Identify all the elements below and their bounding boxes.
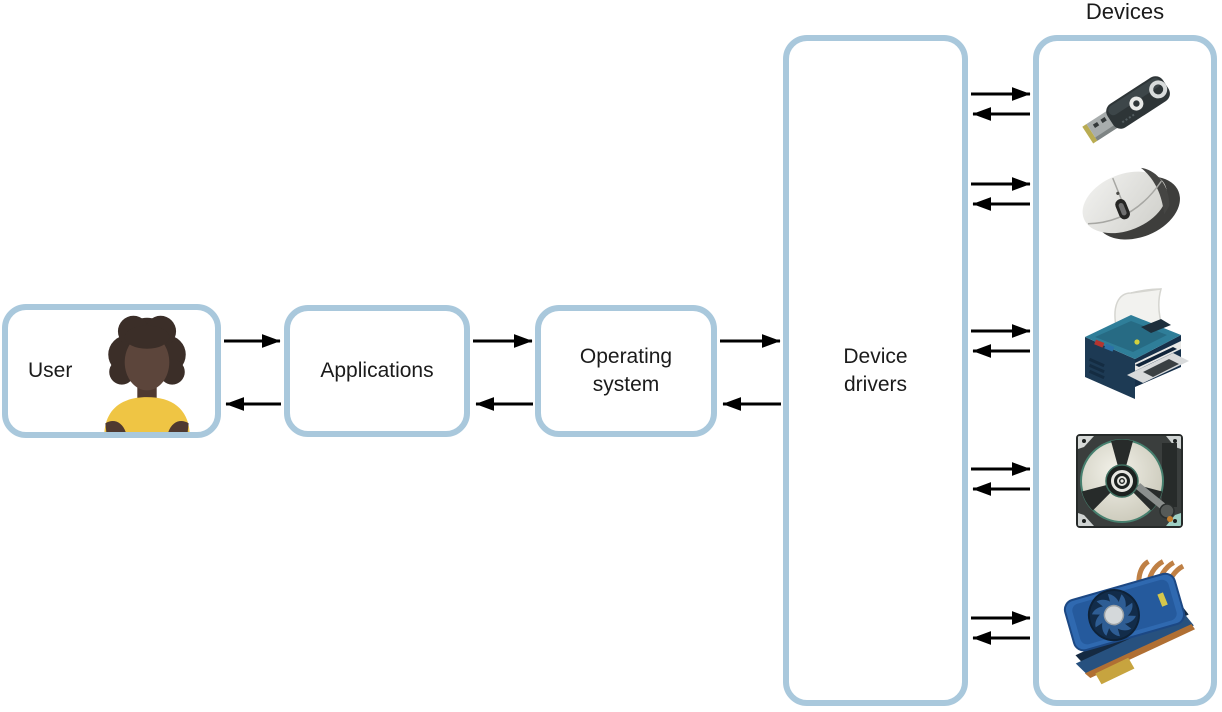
node-device-drivers: Device drivers [783, 35, 968, 706]
device-drivers-label: Device drivers [843, 344, 908, 396]
computer-mouse-icon [1082, 167, 1180, 240]
printer-icon [1085, 288, 1189, 399]
usb-flash-drive-icon [1082, 76, 1170, 144]
node-applications: Applications [284, 305, 470, 437]
user-label: User [28, 359, 73, 382]
woman-avatar-icon [104, 315, 190, 432]
node-devices [1033, 35, 1217, 706]
node-user: User [2, 304, 221, 438]
graphics-card-icon [1063, 559, 1195, 685]
hard-disk-drive-icon [1076, 434, 1183, 528]
devices-title: Devices [1085, 0, 1165, 24]
applications-label: Applications [320, 359, 434, 382]
node-operating-system: Operating system [535, 305, 717, 437]
operating-system-label: Operating system [579, 345, 673, 396]
